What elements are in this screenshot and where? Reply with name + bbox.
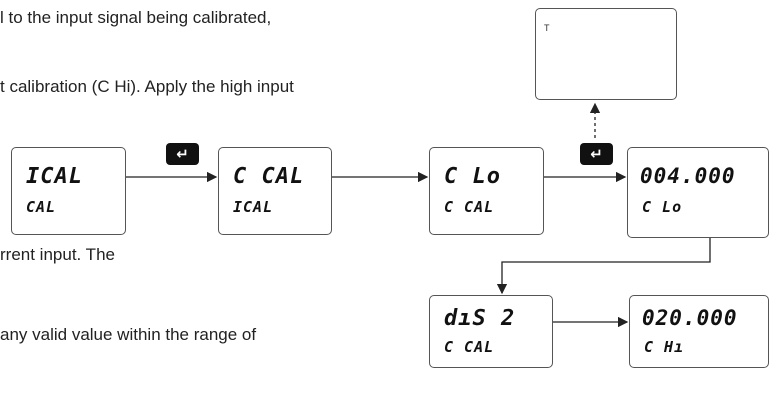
display-bottom-text: C CAL [444,338,495,356]
instruction-text-4: any valid value within the range of [0,325,257,344]
display-ical: ICAL CAL [11,147,126,235]
display-bottom-text: C CAL [444,198,495,216]
instruction-text-3: rrent input. The [0,245,115,264]
arrow-value-to-dis2 [496,238,711,295]
enter-key-icon: ↵ [580,143,613,165]
display-top-text: ICAL [26,164,83,189]
display-c-lo: C Lo C CAL [429,147,544,235]
display-top-text: 004.000 [640,164,736,188]
callout-text: T [544,23,550,33]
enter-key-icon: ↵ [166,143,199,165]
display-c-cal: C CAL ICAL [218,147,332,235]
display-value-lo: 004.000 C Lo [627,147,769,238]
display-bottom-text: ICAL [233,198,274,216]
display-value-hi: 020.000 C Hı [629,295,769,368]
display-bottom-text: C Hı [644,338,685,356]
display-top-text: C CAL [233,164,305,189]
display-top-text: 020.000 [642,306,738,330]
display-top-text: dıS 2 [444,306,516,331]
display-bottom-text: C Lo [642,198,683,216]
display-bottom-text: CAL [26,198,57,216]
display-top-text: C Lo [444,164,501,189]
instruction-text-2: t calibration (C Hi). Apply the high inp… [0,77,294,96]
callout-box: T [535,8,677,100]
display-dis2: dıS 2 C CAL [429,295,553,368]
instruction-text-1: l to the input signal being calibrated, [0,8,272,27]
